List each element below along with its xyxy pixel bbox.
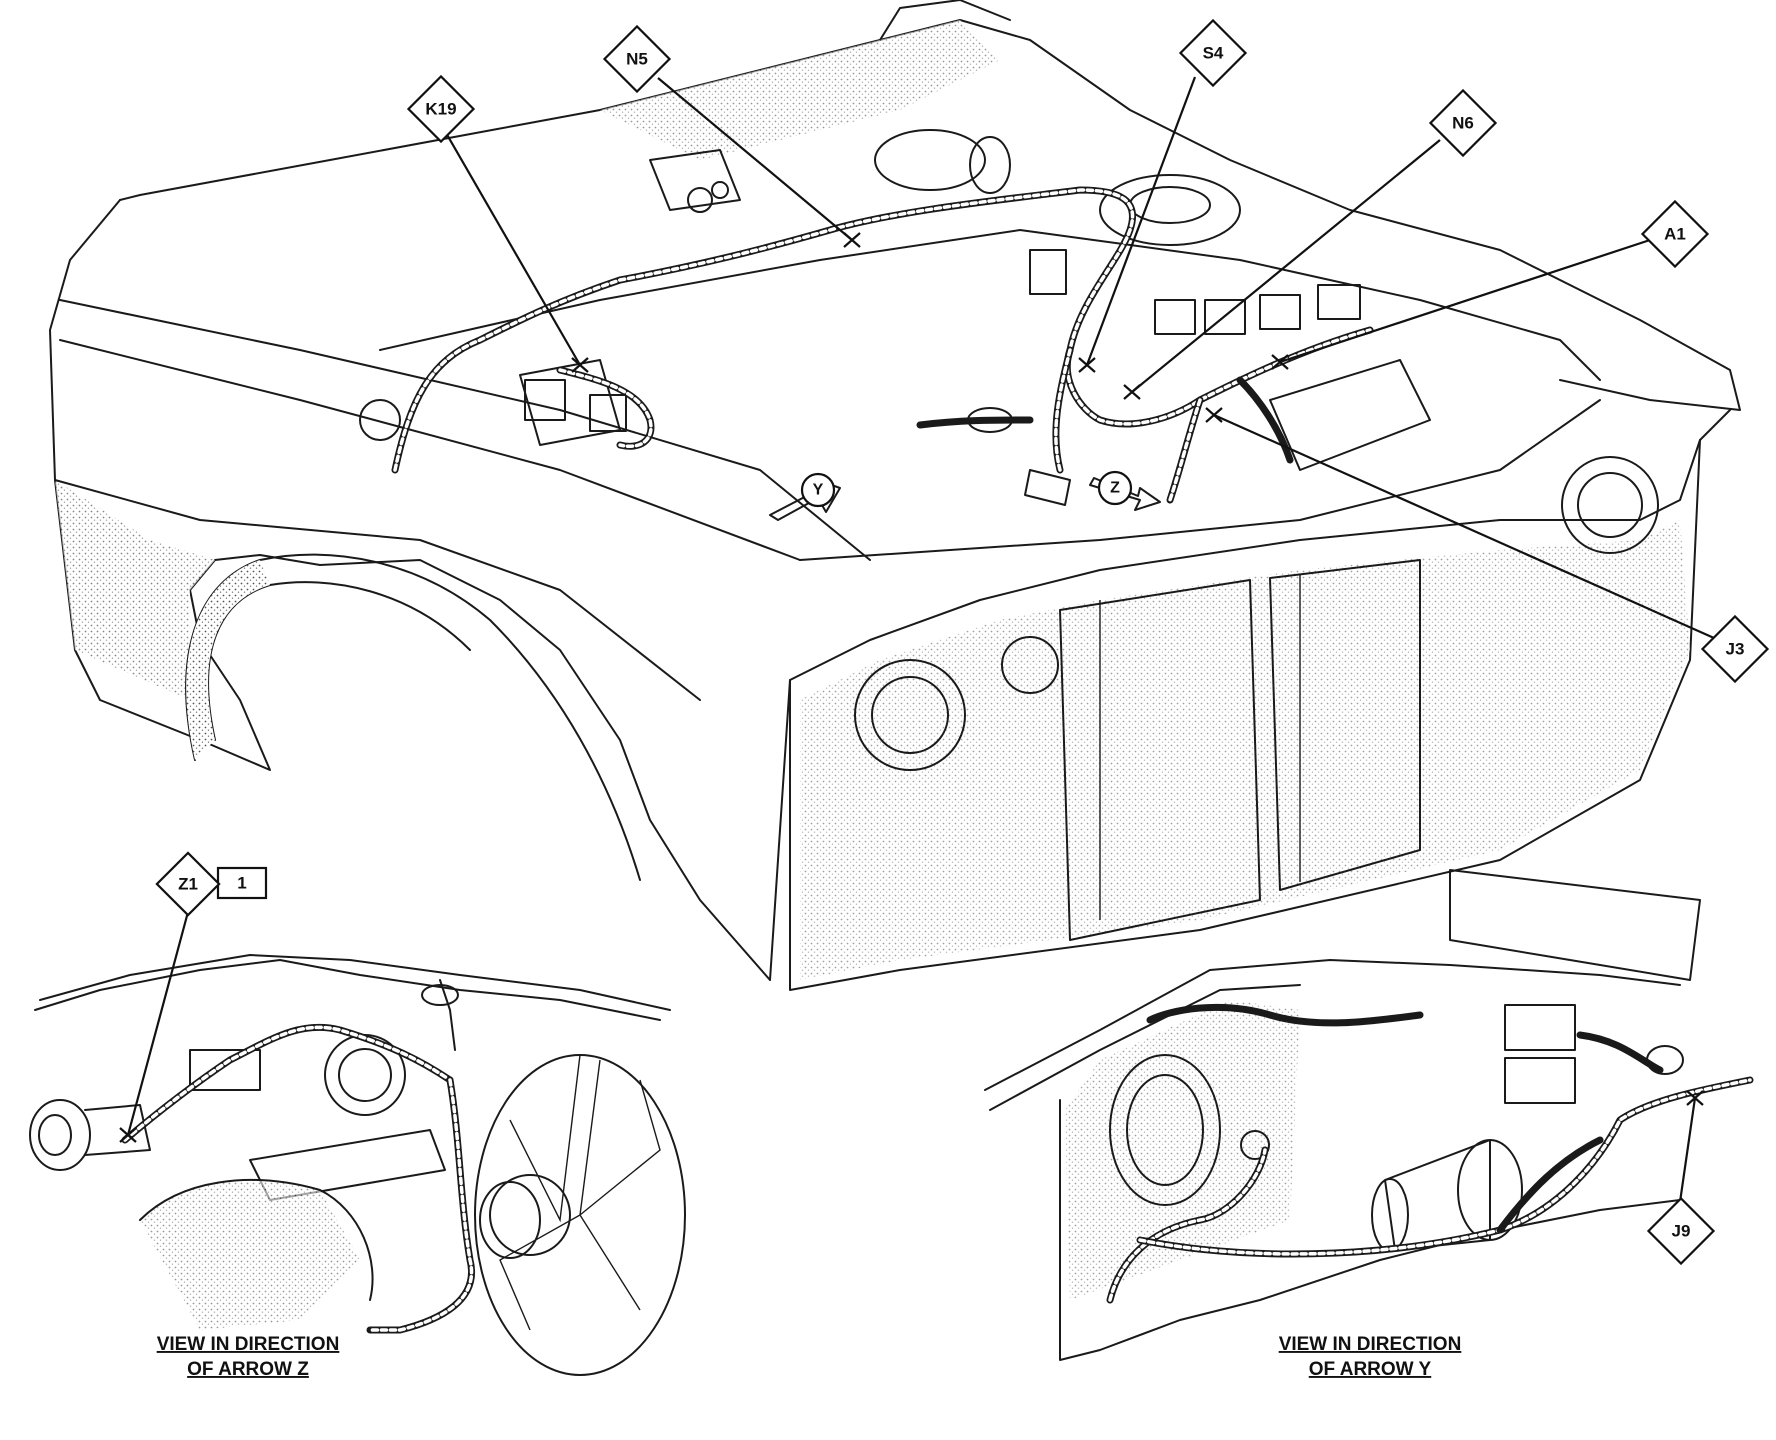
view-arrow-y-label: Y xyxy=(813,482,824,499)
caption-arrow-y-line1: VIEW IN DIRECTION xyxy=(1279,1334,1462,1355)
callout-j3: J3 xyxy=(1205,407,1770,684)
caption-arrow-z-line1: VIEW IN DIRECTION xyxy=(157,1334,340,1355)
vehicle-front-end-illustration xyxy=(49,0,1741,991)
callout-j3-label: J3 xyxy=(1726,640,1745,659)
callout-z1-label: Z1 xyxy=(178,875,198,894)
callout-j9: J9 xyxy=(1646,1090,1716,1266)
main-wiring-harness xyxy=(391,186,1374,504)
view-arrow-z: Z xyxy=(1089,470,1161,511)
callout-z1-suffix: 1 xyxy=(237,874,246,893)
view-arrow-y: Y xyxy=(769,472,841,521)
inset-view-arrow-z xyxy=(29,954,686,1376)
view-arrow-z-label: Z xyxy=(1110,480,1120,497)
callout-j9-label: J9 xyxy=(1672,1222,1691,1241)
caption-arrow-z: VIEW IN DIRECTION OF ARROW Z xyxy=(157,1334,340,1380)
callout-n5-label: N5 xyxy=(626,50,648,69)
callout-s4-label: S4 xyxy=(1203,44,1224,63)
callout-k19-label: K19 xyxy=(425,100,456,119)
callout-n6: N6 xyxy=(1123,88,1498,400)
callout-a1: A1 xyxy=(1271,199,1710,370)
caption-arrow-y: VIEW IN DIRECTION OF ARROW Y xyxy=(1279,1334,1462,1380)
inset-view-arrow-y xyxy=(984,869,1754,1361)
caption-arrow-y-line2: OF ARROW Y xyxy=(1309,1359,1432,1380)
callout-k19: K19 xyxy=(406,74,589,373)
callout-z1: 1 Z1 xyxy=(119,851,268,1143)
caption-arrow-z-line2: OF ARROW Z xyxy=(187,1359,309,1380)
callout-s4: S4 xyxy=(1078,18,1248,373)
callout-n6-label: N6 xyxy=(1452,114,1474,133)
callout-a1-label: A1 xyxy=(1664,225,1686,244)
callout-n5: N5 xyxy=(602,24,861,248)
